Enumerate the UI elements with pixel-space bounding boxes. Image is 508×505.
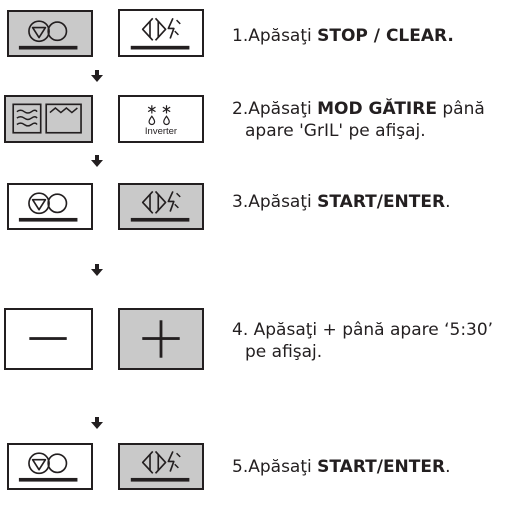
defrost-inverter-button[interactable]: Inverter xyxy=(118,95,204,143)
down-arrow-icon xyxy=(91,264,103,276)
step-2-text-line2: apare 'GrIL' pe afişaj. xyxy=(245,121,426,141)
step-1-text: 1.Apăsaţi STOP / CLEAR. xyxy=(232,26,454,46)
start-enter-button-1[interactable] xyxy=(118,9,204,57)
cook-mode-icon xyxy=(12,103,82,134)
down-arrow-icon xyxy=(91,155,103,167)
plus-button[interactable] xyxy=(118,308,204,370)
stop-clear-button-3[interactable] xyxy=(7,443,93,490)
minus-button[interactable] xyxy=(4,308,93,370)
defrost-inverter-icon xyxy=(147,105,171,126)
stop-clear-icon xyxy=(18,192,78,222)
stop-clear-icon xyxy=(18,20,78,50)
start-enter-button-2[interactable] xyxy=(118,183,204,230)
inverter-label: Inverter xyxy=(144,126,178,137)
step-2-text: 2.Apăsaţi MOD GĂTIRE până xyxy=(232,99,485,119)
step-5-text: 5.Apăsaţi START/ENTER. xyxy=(232,457,451,477)
step-3-text: 3.Apăsaţi START/ENTER. xyxy=(232,192,451,212)
step-4-text-line2: pe afişaj. xyxy=(245,342,323,362)
stop-clear-button-1[interactable] xyxy=(7,10,93,57)
start-enter-icon xyxy=(130,190,190,222)
plus-icon xyxy=(142,320,180,358)
cook-mode-button[interactable] xyxy=(4,95,93,143)
start-enter-icon xyxy=(130,17,190,50)
down-arrow-icon xyxy=(91,70,103,82)
minus-icon xyxy=(29,337,67,340)
start-enter-icon xyxy=(130,450,190,482)
step-4-text: 4. Apăsaţi + până apare ‘5:30’ xyxy=(232,320,494,340)
stop-clear-icon xyxy=(18,452,78,482)
down-arrow-icon xyxy=(91,417,103,429)
stop-clear-button-2[interactable] xyxy=(7,183,93,230)
start-enter-button-3[interactable] xyxy=(118,443,204,490)
